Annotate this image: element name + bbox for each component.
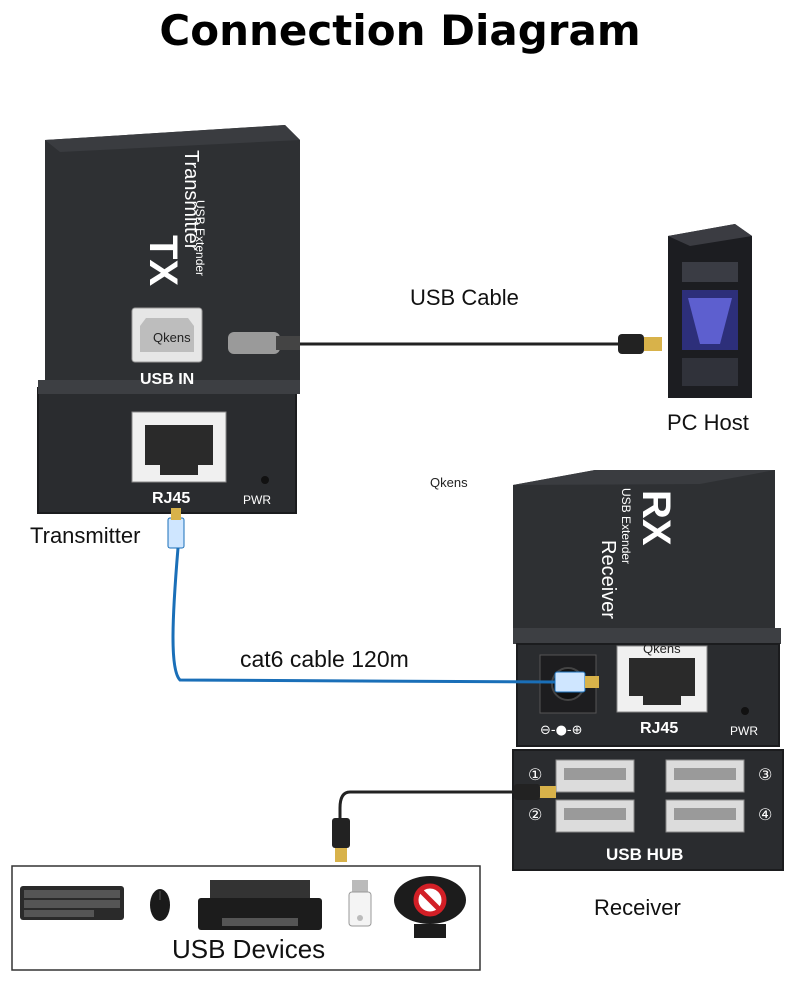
rx-pwr: PWR (730, 724, 758, 738)
rx-port-4: ④ (758, 805, 772, 824)
usb-cable (228, 332, 662, 354)
rx-dc-symbol: ⊖-●-⊕ (540, 723, 583, 738)
tx-pwr: PWR (243, 493, 271, 507)
rx-side-text-1: USB Extender (619, 488, 633, 564)
watermark-text: Qkens (643, 641, 681, 656)
rx-port-rj45: RJ45 (640, 720, 678, 737)
watermark-text: Qkens (153, 330, 191, 345)
rx-port-2: ② (528, 805, 542, 824)
mouse-icon (150, 889, 170, 921)
keyboard-icon (20, 886, 124, 920)
usb-devices-box (11, 865, 481, 971)
usb-device-cable (332, 784, 556, 862)
rx-mark: RX (634, 490, 678, 546)
tx-port-usb-in: USB IN (140, 371, 194, 388)
watermark-text: Qkens (430, 475, 468, 490)
tx-side-text-2: Transmitter (180, 150, 202, 251)
usb-devices-label: USB Devices (172, 934, 326, 964)
transmitter-label: Transmitter (30, 523, 141, 548)
cat6-cable (167, 508, 599, 693)
rx-port-3: ③ (758, 765, 772, 784)
rx-port-1: ① (528, 765, 542, 784)
usb-stick-icon (348, 880, 372, 927)
rx-usb-hub: USB HUB (606, 845, 683, 864)
usb-hub-ports (555, 759, 745, 833)
cat6-cable-label: cat6 cable 120m (240, 646, 409, 672)
receiver-label: Receiver (594, 895, 681, 920)
printer-icon (198, 880, 322, 930)
rj45-plug-icon (167, 508, 185, 549)
pc-host-label: PC Host (667, 410, 749, 435)
computer-tower-icon (668, 224, 752, 398)
receiver-device: RX USB Extender Receiver ⊖-●-⊕ RJ45 PWR (512, 470, 784, 871)
tx-port-rj45: RJ45 (152, 490, 190, 507)
tx-mark: TX (141, 235, 185, 286)
transmitter-device: TX USB Extender Transmitter USB IN RJ45 … (37, 125, 300, 514)
webcam-icon (394, 876, 466, 938)
tx-side-text-1: USB Extender (193, 200, 207, 276)
diagram-title: Connection Diagram (159, 6, 641, 55)
rx-side-text-2: Receiver (597, 540, 619, 619)
usb-plug-icon (332, 818, 350, 862)
usb-cable-label: USB Cable (410, 285, 519, 310)
